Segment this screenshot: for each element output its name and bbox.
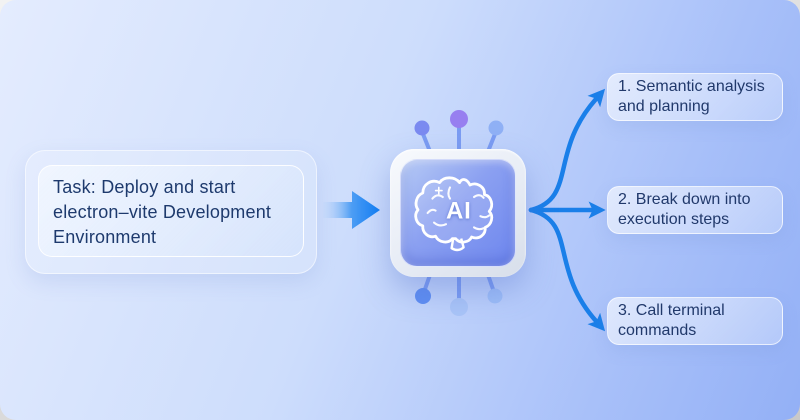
pin-node-icon <box>415 288 431 304</box>
brain-folds <box>426 186 491 231</box>
branch-arrow-step3-icon <box>528 207 606 332</box>
task-card: Task: Deploy and start electron–vite Dev… <box>25 150 317 274</box>
ai-chip: AI <box>390 149 526 277</box>
step-2-label: 2. Break down into execution steps <box>618 191 751 228</box>
branch-arrow-step1-icon <box>528 88 606 213</box>
pin-node-icon <box>487 288 503 304</box>
pin-node-icon <box>488 120 504 136</box>
pin-node-icon <box>414 120 430 136</box>
sparkle-icon <box>434 186 443 195</box>
pin-node-icon <box>450 110 468 128</box>
brain-icon: AI <box>414 176 494 252</box>
ai-chip-face: AI <box>400 159 516 267</box>
task-card-text: Task: Deploy and start electron–vite Dev… <box>38 165 304 257</box>
ai-chip-label: AI <box>446 198 472 225</box>
step-box-2: 2. Break down into execution steps <box>607 186 783 234</box>
step-box-1: 1. Semantic analysis and planning <box>607 73 783 121</box>
pin-node-icon <box>450 298 468 316</box>
step-3-label: 3. Call terminal commands <box>618 302 725 339</box>
step-1-label: 1. Semantic analysis and planning <box>618 78 765 115</box>
step-box-3: 3. Call terminal commands <box>607 297 783 345</box>
task-to-ai-arrow-icon <box>323 191 380 229</box>
